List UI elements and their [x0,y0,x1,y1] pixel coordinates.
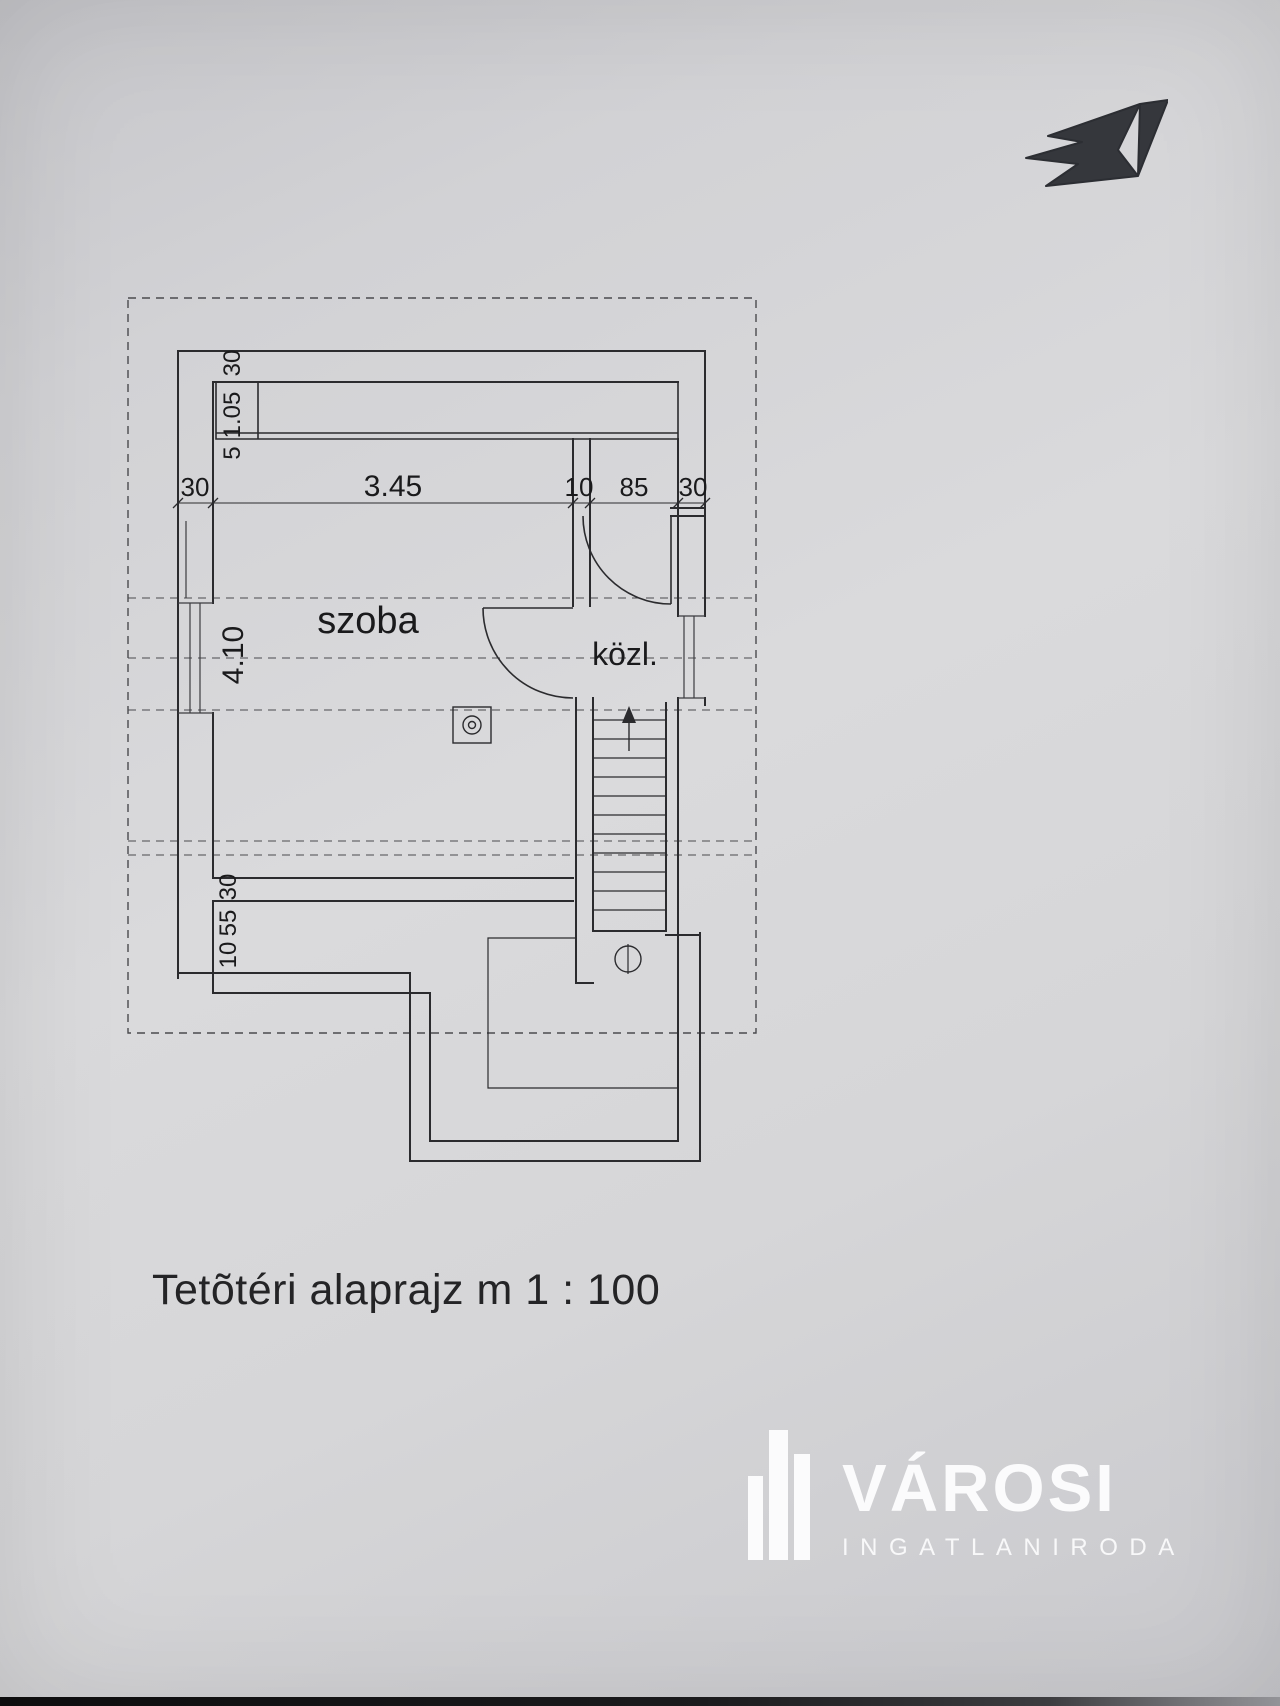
szoba-door-arc [482,607,574,699]
left-window [178,521,213,714]
dimension-ticks [172,497,711,509]
room-labels: szoba közl. [317,600,658,672]
floor-plan: 30 3.45 10 85 30 30 1.05 5 4.10 30 55 10… [118,283,778,1183]
windows [178,521,705,714]
dim-top-85: 85 [620,472,649,502]
dim-left-5: 5 [219,446,246,459]
arrow-mark-shape [1025,99,1168,187]
dim-left-10: 10 [215,942,242,969]
dim-top-30-right: 30 [679,472,708,502]
right-window [678,615,705,699]
dimension-lines [172,497,711,509]
kozl-door-arc [582,515,672,605]
terrace-step-lines [487,937,679,1089]
brand-buildings-icon [748,1430,810,1560]
flue-inner-circle [467,720,477,730]
plan-caption: Tetõtéri alaprajz m 1 : 100 [152,1266,661,1314]
building-bar-left [748,1476,763,1560]
dimension-labels: 30 3.45 10 85 30 30 1.05 5 4.10 30 55 10 [181,350,708,969]
roof-outline-dashed [127,297,757,1034]
room-label-kozl: közl. [592,636,658,672]
roof-boundary-rect [127,297,757,1034]
brand-text: VÁROSI INGATLANIRODA [842,1455,1186,1560]
doors [482,515,672,699]
brand-name: VÁROSI [842,1451,1117,1526]
brand-subtitle: INGATLANIRODA [842,1534,1186,1561]
dim-top-10: 10 [565,472,594,502]
dim-left-30-lower: 30 [215,874,242,901]
room-label-szoba: szoba [317,600,419,642]
dim-left-105: 1.05 [219,392,246,439]
dim-top-345: 3.45 [364,470,422,503]
dim-left-55: 55 [215,910,242,937]
walls [177,350,706,1162]
dim-left-410: 4.10 [217,626,250,684]
floor-plan-drawing: 30 3.45 10 85 30 30 1.05 5 4.10 30 55 10… [127,297,757,1162]
outer-walls [177,350,706,979]
building-bar-right [794,1454,810,1560]
flue-fixture [452,706,492,744]
dim-top-30-left: 30 [181,472,210,502]
top-parapet-band [215,381,679,440]
stairs [593,706,666,974]
building-bar-center [769,1430,788,1560]
roof-slope-lines [128,597,756,856]
lower-walls [177,697,701,1162]
flue-outer-circle [462,715,482,735]
handwritten-arrow-mark [1025,99,1168,187]
photo-bottom-edge [0,1697,1280,1706]
dim-left-30-upper: 30 [219,350,246,377]
flue-box [452,706,492,744]
stair-up-arrow [622,706,636,723]
partition-wall [572,438,706,607]
brand-logo: VÁROSI INGATLANIRODA [748,1418,1186,1560]
